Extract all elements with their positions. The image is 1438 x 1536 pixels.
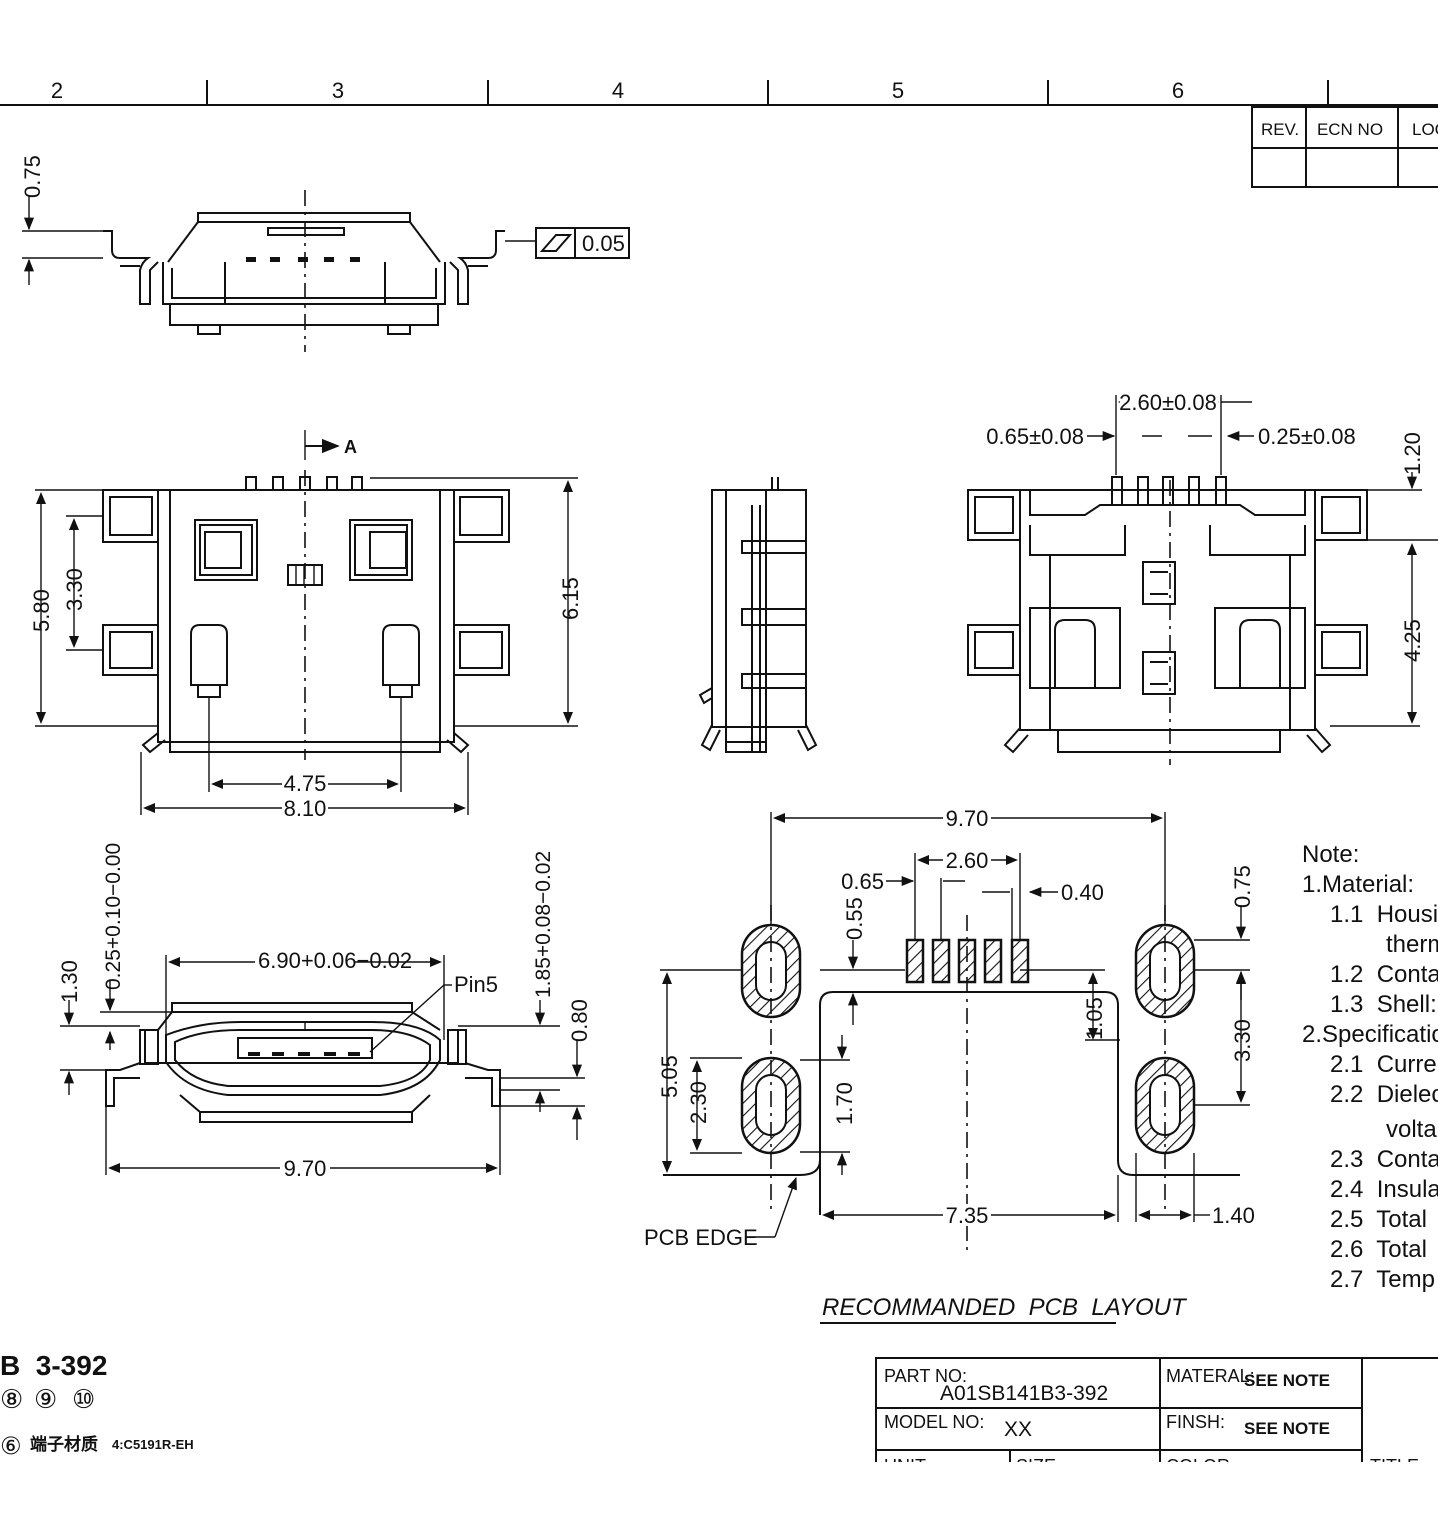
note-line-11: 2.4 Insula [1330, 1176, 1438, 1203]
note-line-5: 1.3 Shell: [1330, 991, 1437, 1018]
dim-1.05: 1.05 [1082, 997, 1107, 1040]
note-line-8: 2.2 Dielec [1330, 1081, 1438, 1108]
top-view: A [29, 430, 583, 821]
dim-1.30: 1.30 [57, 960, 82, 1003]
zone-3: 3 [332, 78, 344, 103]
dim-0.40: 0.40 [1061, 880, 1104, 905]
title-block: PART NO: A01SB141B3-392 MATERAL: SEE NOT… [870, 1357, 1438, 1536]
model-no-value: XX [1004, 1418, 1032, 1441]
dim-7.35: 7.35 [946, 1203, 989, 1228]
part-no-label: PART NO: [884, 1366, 967, 1386]
section-marker-a: A [344, 437, 357, 457]
dim-2.60-pm: 2.60±0.08 [1119, 390, 1217, 415]
rev-header: REV. [1261, 120, 1299, 139]
dim-9.70-pcb: 9.70 [946, 806, 989, 831]
dim-8.10: 8.10 [284, 796, 327, 821]
dim-0.25-pm: 0.25±0.08 [1258, 424, 1356, 449]
dim-0.80: 0.80 [567, 999, 592, 1042]
bottom-view: 2.60±0.08 0.65±0.08 0.25±0.08 1.20 4.25 [967, 389, 1438, 765]
pcb-layout: 9.70 2.60 0.65 0.40 0.55 0.75 [644, 806, 1255, 1324]
note-line-3: therm [1386, 931, 1438, 958]
circled-6: ⑥ [0, 1433, 22, 1460]
dim-2.30: 2.30 [686, 1081, 711, 1124]
part-no-value: A01SB141B3-392 [940, 1382, 1108, 1405]
revision-table: REV. ECN NO LOC [1251, 106, 1438, 188]
finish-label: FINSH: [1166, 1412, 1225, 1432]
dim-0.65-pcb: 0.65 [841, 869, 884, 894]
material-cn-label: 端子材质 [30, 1434, 98, 1454]
dim-3.30-pcb: 3.30 [1230, 1019, 1255, 1062]
dim-6.15: 6.15 [558, 577, 583, 620]
side-view [698, 477, 818, 753]
notes-block: Note: 1.Material: 1.1 Housi therm 1.2 Co… [1302, 841, 1438, 1293]
note-line-7: 2.1 Curre [1330, 1051, 1437, 1078]
dim-0.75-front: 0.75 [20, 155, 45, 198]
ecn-header: ECN NO [1317, 120, 1383, 139]
flatness-icon [539, 234, 573, 252]
drawing-code: B 3-392 [0, 1350, 107, 1381]
material-cn-value: 4:C5191R-EH [112, 1437, 194, 1452]
dim-6.90: 6.90+0.06−0.02 [258, 948, 412, 973]
material-value: SEE NOTE [1244, 1371, 1330, 1390]
dim-3.30: 3.30 [62, 568, 87, 611]
dim-6.90-text: 6.90+0.06−0.02 [258, 948, 412, 973]
zone-4: 4 [612, 78, 624, 103]
model-no-label: MODEL NO: [884, 1412, 984, 1432]
material-label: MATERAL: [1166, 1366, 1255, 1386]
dim-1.85-tol: 1.85+0.08−0.02 [532, 851, 555, 998]
dim-5.80: 5.80 [29, 589, 54, 632]
dim-9.70-end: 9.70 [284, 1156, 327, 1181]
dim-0.65-pm: 0.65±0.08 [986, 424, 1084, 449]
front-view: 0.75 0.05 [20, 155, 630, 352]
flatness-value: 0.05 [582, 231, 625, 256]
pcb-layout-title: RECOMMANDED PCB LAYOUT [822, 1294, 1188, 1321]
note-line-4: 1.2 Conta [1330, 961, 1438, 988]
zone-ruler: 2 3 4 5 6 [0, 78, 1438, 106]
note-line-12: 2.5 Total [1330, 1206, 1427, 1233]
dim-4.25: 4.25 [1400, 619, 1425, 662]
dim-5.05: 5.05 [657, 1055, 682, 1098]
note-line-10: 2.3 Conta [1330, 1146, 1438, 1173]
loc-header: LOC [1412, 120, 1438, 139]
dim-4.75: 4.75 [284, 771, 327, 796]
circled-9: ⑨ [34, 1384, 57, 1414]
dim-0.75-pcb: 0.75 [1230, 865, 1255, 908]
left-info-block: B 3-392 ⑧ ⑨ ⑩ ⑥ 端子材质 4:C5191R-EH [0, 1350, 194, 1460]
end-view: Pin5 6.90+0.06−0.02 1.30 0.25+0.10−0.00 … [57, 843, 592, 1181]
dim-0.25-tol: 0.25+0.10−0.00 [102, 843, 125, 990]
circled-10: ⑩ [72, 1384, 95, 1414]
note-line-2: 1.1 Housi [1330, 901, 1438, 928]
note-line-6: 2.Specificatio [1302, 1021, 1438, 1048]
note-line-1: 1.Material: [1302, 871, 1414, 898]
note-line-13: 2.6 Total [1330, 1236, 1427, 1263]
dim-1.40: 1.40 [1212, 1203, 1255, 1228]
circled-8: ⑧ [0, 1384, 23, 1414]
pin5-label: Pin5 [454, 972, 498, 997]
note-heading: Note: [1302, 841, 1359, 868]
zone-2: 2 [51, 78, 63, 103]
note-line-9: volta [1386, 1116, 1437, 1143]
dim-2.60-pcb: 2.60 [946, 848, 989, 873]
zone-6: 6 [1172, 78, 1184, 103]
finish-value: SEE NOTE [1244, 1419, 1330, 1438]
dim-0.55: 0.55 [842, 897, 867, 940]
dim-1.70: 1.70 [832, 1082, 857, 1125]
note-line-14: 2.7 Temp [1330, 1266, 1435, 1293]
pcb-edge-label: PCB EDGE [644, 1225, 758, 1250]
dim-1.20: 1.20 [1400, 432, 1425, 475]
zone-5: 5 [892, 78, 904, 103]
